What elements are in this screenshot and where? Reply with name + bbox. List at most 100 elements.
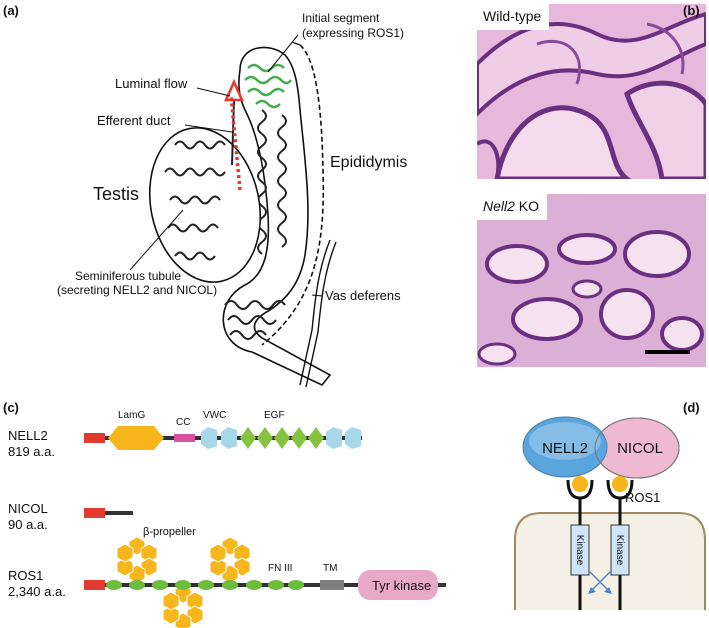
nell2-lamg-domain: [108, 426, 164, 450]
kinase-box: [610, 524, 630, 576]
nell2-egf-domain: [291, 427, 307, 449]
nell2-highlight: [529, 422, 601, 460]
vas-deferens-line: [299, 239, 331, 386]
nell2-egf-domain: [274, 427, 290, 449]
kinase-box: [570, 524, 590, 576]
nicol-signal-peptide: [84, 508, 105, 518]
initial-segment-label: Initial segment: [302, 11, 380, 25]
nell2-signal-peptide: [84, 433, 105, 443]
nell2-ko-tissue-drawing: [477, 194, 706, 367]
efferent-duct-label: Efferent duct: [97, 113, 171, 128]
cc-label: CC: [176, 417, 190, 428]
ko-gene-name: Nell2: [483, 198, 515, 214]
egf-label: EGF: [264, 410, 285, 421]
fn3-domain: [268, 580, 284, 590]
nell2-ko-micrograph: Nell2 KO: [477, 194, 706, 367]
initial-segment-sublabel: (expressing ROS1): [302, 26, 404, 40]
testis-label: Testis: [93, 184, 139, 204]
bracket-end: [291, 41, 301, 46]
lamg-label: LamG: [118, 410, 145, 421]
beta-propeller: [163, 585, 203, 628]
scale-bar: [645, 350, 690, 354]
seminiferous-coil: [164, 167, 226, 177]
leader-efferent-duct: [184, 124, 233, 133]
receptor-binding-site: [572, 476, 588, 492]
trans-phospho-arrow: [589, 571, 611, 593]
seminiferous-coil: [169, 195, 221, 205]
nell2-length: 819 a.a.: [8, 444, 55, 459]
fn3-domain: [288, 580, 304, 590]
panel-d-letter: (d): [683, 400, 700, 415]
testis-outline: [148, 127, 262, 283]
nell2-cc-domain: [174, 434, 195, 442]
fn3-domain: [198, 580, 214, 590]
cell-membrane: [514, 512, 706, 610]
beta-propeller: [210, 537, 250, 583]
nell2-label: NELL2: [542, 440, 588, 457]
tm-domain: [320, 580, 344, 590]
tm-label: TM: [323, 563, 337, 574]
fn3-domain: [175, 580, 191, 590]
tyr-kinase-label: Tyr kinase: [372, 578, 431, 593]
seminiferous-coil: [167, 223, 219, 233]
receptor-binding-site: [612, 476, 628, 492]
nell2-egf-domain: [240, 427, 256, 449]
tail-tubule-coil: [224, 300, 286, 340]
tyr-kinase-domain: [358, 570, 438, 600]
panel-a-letter: (a): [3, 3, 19, 18]
initial-segment-tubules: [244, 63, 292, 109]
luminal-flow-label: Luminal flow: [115, 76, 188, 91]
leader-vas-deferens: [311, 294, 323, 297]
epididymis-diagram: Initial segment (expressing ROS1) Lumina…: [57, 11, 407, 388]
nell2-vwc-domain: [201, 427, 217, 449]
arrowhead: [588, 587, 596, 594]
nicol-outline: [594, 417, 680, 479]
fn3-domain: [106, 580, 122, 590]
luminal-flow-arrow: [229, 94, 242, 191]
nell2-vwc-domain: [326, 427, 342, 449]
leader-luminal-flow: [196, 87, 231, 97]
ko-suffix: KO: [514, 198, 540, 214]
seminiferous-coil: [174, 140, 226, 150]
vwc-label: VWC: [203, 410, 226, 421]
leader-seminiferous: [129, 209, 184, 271]
leader-initial-segment: [267, 34, 299, 73]
nicol-name: NICOL: [8, 501, 48, 516]
panel-b-letter: (b): [683, 3, 700, 18]
epididymis-label: Epididymis: [330, 154, 407, 171]
wild-type-micrograph: Wild-type: [477, 4, 706, 179]
ros1-length: 2,340 a.a.: [8, 584, 66, 599]
wild-type-label: Wild-type: [477, 4, 550, 30]
fn3-label: FN III: [268, 563, 292, 574]
beta-propeller-label: β-propeller: [143, 526, 196, 538]
body-tubule-coil: [277, 114, 287, 248]
nell2-ko-label: Nell2 KO: [477, 194, 548, 220]
nell2-vwc-domain: [221, 427, 237, 449]
nicol-length: 90 a.a.: [8, 517, 48, 532]
seminiferous-sublabel: (secreting NELL2 and NICOL): [57, 283, 217, 297]
panel-c-letter: (c): [3, 400, 19, 415]
nicol-label: NICOL: [617, 440, 663, 457]
nell2-egf-domain: [308, 427, 324, 449]
ros1-label: ROS1: [625, 490, 660, 505]
nell2-egf-domain: [257, 427, 273, 449]
ros1-name: ROS1: [8, 568, 43, 583]
vas-deferens-label: Vas deferens: [325, 288, 401, 303]
fn3-domain: [222, 580, 238, 590]
kinase-label: Kinase: [574, 535, 585, 566]
seminiferous-label: Seminiferous tubule: [75, 269, 181, 283]
ros1-signal-peptide: [84, 580, 105, 590]
arrowhead: [604, 587, 612, 594]
receptor-model: Kinase Kinase NELL2 NICOL ROS1: [514, 416, 706, 610]
beta-propeller: [117, 537, 157, 583]
wild-type-tissue-drawing: [477, 4, 706, 179]
nell2-vwc-domain: [345, 427, 361, 449]
fn3-domain: [129, 580, 145, 590]
kinase-label: Kinase: [614, 535, 625, 566]
body-tubule-coil: [257, 109, 267, 255]
seminiferous-coil: [174, 251, 216, 261]
fn3-domain: [152, 580, 168, 590]
domain-diagram: NELL2 819 a.a. LamG CC VWC EGF NICOL 90 …: [8, 410, 446, 628]
fn3-domain: [246, 580, 262, 590]
